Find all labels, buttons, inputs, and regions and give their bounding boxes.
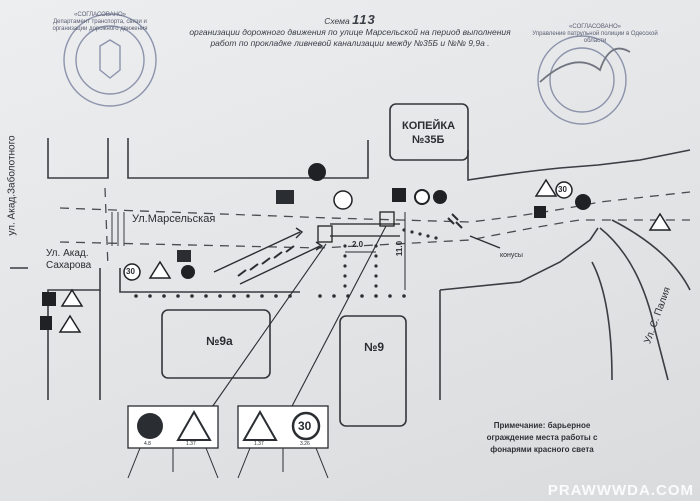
kopeika-number: №35Б [412,134,445,146]
work-zone [317,211,400,243]
building-9a-label: №9а [206,334,233,348]
speed-limit-text-top: 30 [558,185,567,194]
length-dimension: 11.0 [395,240,405,257]
left-department: Департамент транспорта, связи и организа… [52,19,148,32]
note-line-1: Примечание: барьерное [493,421,591,430]
speed-sign-icon [555,181,573,199]
scheme-word: Схема [324,16,350,26]
speed-limit-text-board: 30 [298,419,312,433]
sign-code-137-left: 1.37 [186,441,196,447]
traffic-lights [181,163,591,279]
sign-code-48: 4.8 [144,441,151,447]
width-dimension: 2.0 [352,240,364,249]
note-line-3: фонарями красного света [490,445,594,454]
traffic-light-icon [308,163,326,181]
warning-triangle-icon [58,314,82,333]
road-signs [40,178,672,333]
speed-limit-sign-icon [291,411,321,441]
direction-sign-icon [534,206,546,218]
title-line-1: организации дорожного движения по улице … [189,27,511,37]
scheme-number: 113 [352,12,376,27]
cones [237,213,463,277]
speed-sign-icon [123,263,141,281]
work-sign-icon [392,188,406,202]
traffic-arrows [213,227,501,285]
sign-board-right [237,405,329,479]
right-approval: «СОГЛАСОВАНО» [569,24,621,30]
right-stamp-caption: «СОГЛАСОВАНО» Управление патрульной поли… [530,24,660,45]
building-9 [339,315,407,427]
road-works-sign-icon [176,409,212,441]
kopeika-name: КОПЕЙКА [402,120,456,132]
left-stamp-caption: «СОГЛАСОВАНО» Департамент транспорта, св… [40,12,160,33]
building-9a [161,309,271,379]
cones-label: конусы [500,252,523,259]
leader-lines [209,225,387,411]
warning-triangle-icon [60,288,84,307]
street-sakharova-1: Ул. Акад. [46,248,89,259]
street-marselskaya: Ул.Марсельская [132,213,216,225]
crosswalk [111,212,125,246]
sign-code-326: 3.26 [300,441,310,447]
lane-lines [59,187,691,269]
keep-left-sign-icon [137,413,163,439]
lamp-icon [433,190,447,204]
detour-sign-icon [276,190,294,204]
warning-triangle-icon [148,260,172,279]
road-works-sign-icon [242,409,278,441]
traffic-light-icon [181,265,195,279]
lane-sign-icon [177,250,191,262]
watermark: PRAWWWDA.COM [547,482,694,499]
dimension-lines [345,212,406,290]
left-approval: «СОГЛАСОВАНО» [74,12,126,18]
street-zabolotnogo: ул. Акад.Заболотного [6,135,18,236]
right-stamp [537,35,631,125]
no-entry-icon [414,189,430,205]
direction-sign-icon [40,316,52,330]
title-line-2: работ по прокладке ливневой канализации … [210,38,490,48]
street-sakharova-2: Сахарова [46,260,92,271]
warning-triangle-icon [534,178,558,197]
traffic-light-icon [575,194,591,210]
sign-board-left [127,405,219,479]
sign-code-137-right: 1.37 [254,441,264,447]
warning-triangle-icon [648,212,672,231]
turn-sign-icon [333,190,353,210]
note: Примечание: барьерное ограждение места р… [462,420,622,456]
speed-limit-text-left: 30 [126,267,135,276]
scheme-header: Схема 113 организации дорожного движения… [170,12,530,49]
building-kopeika [389,103,469,161]
building-9-label: №9 [364,340,385,354]
street-edges [10,138,691,400]
left-stamp [63,13,157,107]
note-line-2: ограждение места работы с [486,433,598,442]
right-department: Управление патрульной полиции в Одесской… [532,31,658,44]
direction-sign-icon [42,292,56,306]
